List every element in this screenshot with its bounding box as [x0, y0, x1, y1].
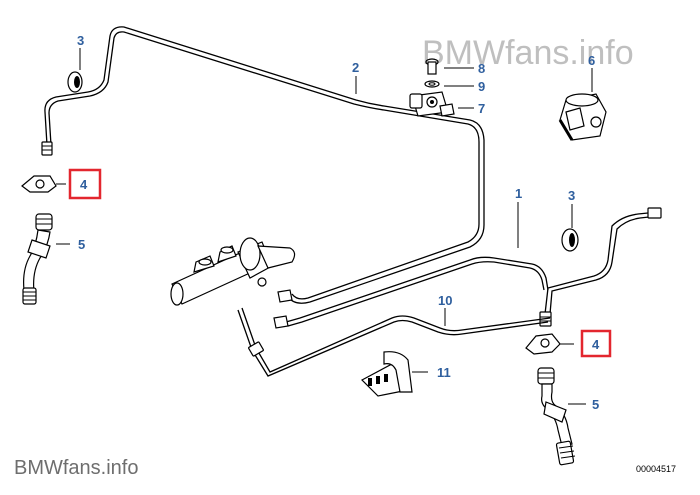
document-number: 00004517 — [636, 464, 676, 474]
pressure-regulator-6 — [558, 93, 607, 141]
brake-pipe-10[interactable] — [237, 307, 551, 377]
callout-11: 11 — [437, 365, 451, 380]
highlight-box-4-left — [68, 168, 102, 200]
valve-7 — [409, 91, 474, 117]
callout-10: 10 — [438, 293, 452, 308]
brake-hose-5-left[interactable] — [22, 213, 53, 305]
watermark-bottom: BMWfans.info — [14, 457, 138, 479]
bracket-4-right[interactable] — [525, 333, 574, 355]
callout-2: 2 — [352, 60, 359, 75]
brake-master-cylinder — [170, 237, 296, 329]
bracket-4-left[interactable] — [21, 175, 66, 193]
callout-5-left: 5 — [78, 237, 85, 252]
callout-3-right: 3 — [568, 188, 575, 203]
callout-8: 8 — [478, 61, 485, 76]
callout-1: 1 — [515, 186, 522, 201]
highlight-box-4-right — [580, 329, 612, 358]
grommet-3-right — [561, 228, 579, 252]
grommet-3-top — [67, 71, 83, 93]
bolt-8 — [425, 58, 474, 75]
callout-7: 7 — [478, 101, 485, 116]
callout-4-left: 4 — [80, 177, 88, 192]
clip-holder-11 — [361, 351, 428, 397]
brake-hose-5-right[interactable] — [537, 367, 576, 466]
brake-pipe-1[interactable] — [285, 207, 662, 327]
callout-6: 6 — [588, 53, 595, 68]
watermark-top: BMWfans.info — [422, 34, 634, 72]
callout-9: 9 — [478, 79, 485, 94]
callout-3-top: 3 — [77, 33, 84, 48]
callout-4-right: 4 — [592, 337, 600, 352]
callout-5-right: 5 — [592, 397, 599, 412]
washer-9 — [424, 80, 474, 88]
brake-pipe-2[interactable] — [41, 26, 485, 304]
